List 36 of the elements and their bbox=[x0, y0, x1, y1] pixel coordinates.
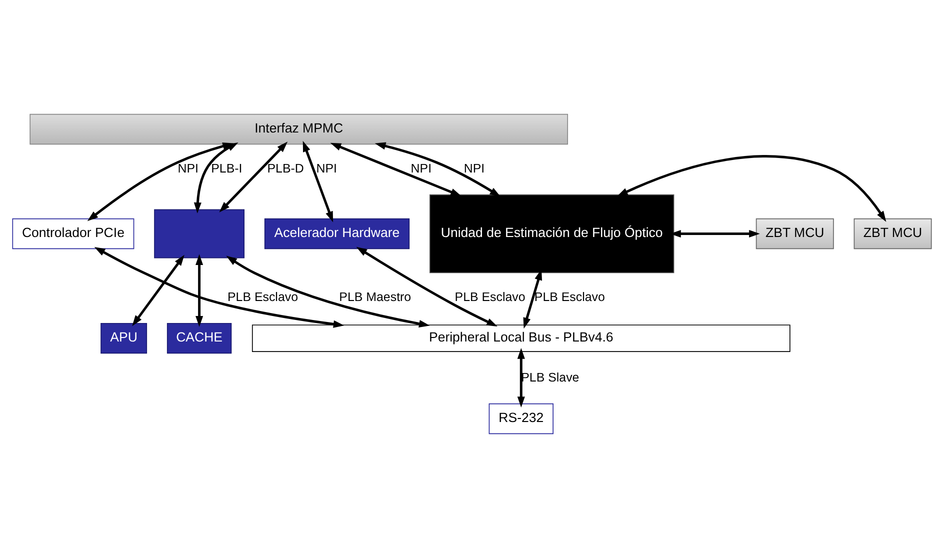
arrow bbox=[87, 142, 234, 222]
node-box: CACHE bbox=[166, 322, 232, 354]
node-box: Controlador PCIe bbox=[12, 218, 134, 250]
edge-label: NPI bbox=[316, 161, 337, 176]
edge-label: PLB-D bbox=[267, 161, 304, 176]
edge-label: PLB-I bbox=[211, 161, 242, 176]
arrow bbox=[330, 142, 462, 196]
node-box: RS-232 bbox=[488, 403, 554, 434]
edge-label: NPI bbox=[410, 161, 432, 176]
arrow bbox=[670, 230, 760, 238]
arrow bbox=[94, 246, 344, 328]
arrow bbox=[616, 155, 886, 222]
arrow bbox=[219, 142, 288, 212]
arrow bbox=[356, 246, 498, 327]
arrow bbox=[523, 269, 542, 329]
arrow bbox=[517, 348, 525, 408]
node-box bbox=[154, 209, 244, 258]
node-box: Peripheral Local Bus - PLBv4.6 bbox=[252, 324, 790, 352]
edge-label: NPI bbox=[178, 161, 198, 176]
edge-label: PLB Maestro bbox=[339, 290, 412, 304]
arrow bbox=[196, 254, 204, 327]
node-box: Interfaz MPMC bbox=[30, 114, 568, 145]
arrow bbox=[302, 140, 334, 222]
edge-label: PLB Esclavo bbox=[227, 290, 298, 304]
arrow bbox=[374, 142, 501, 197]
arrow bbox=[194, 142, 238, 214]
node-box: Acelerador Hardware bbox=[264, 218, 410, 250]
edge-label: PLB Esclavo bbox=[454, 290, 526, 304]
node-box: ZBT MCU bbox=[854, 218, 932, 250]
edge-label: NPI bbox=[464, 161, 485, 176]
node-box: ZBT MCU bbox=[756, 218, 834, 250]
arrow bbox=[132, 254, 184, 326]
edge-label: PLB Esclavo bbox=[534, 290, 605, 304]
node-box: Unidad de Estimación de Flujo Óptico bbox=[429, 194, 674, 274]
arrow bbox=[226, 256, 430, 328]
node-box: APU bbox=[100, 322, 148, 354]
